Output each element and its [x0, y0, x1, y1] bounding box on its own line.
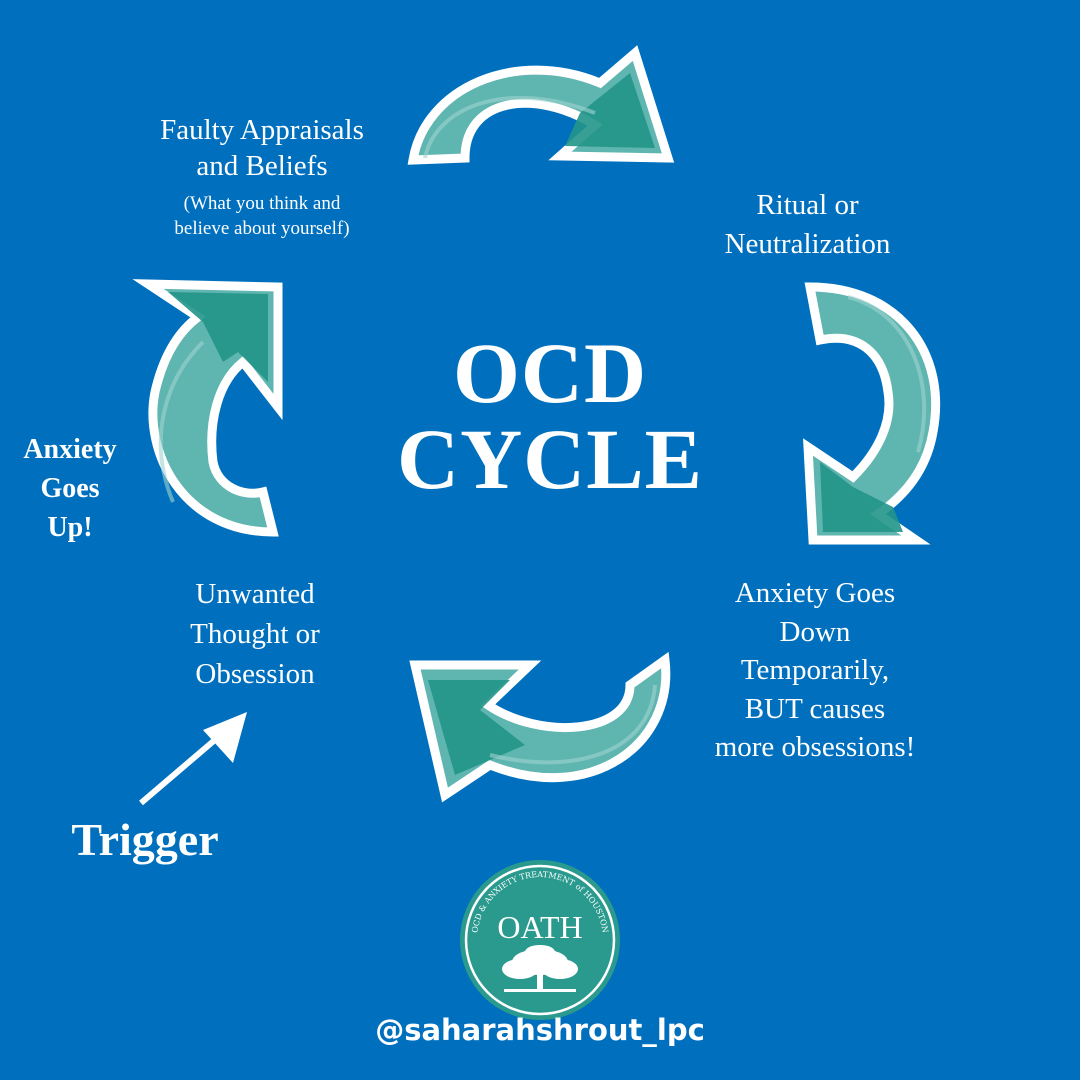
- trigger-arrow-icon: [139, 712, 247, 806]
- title-line-1: OCD: [452, 325, 648, 421]
- stage-title-line: and Beliefs: [196, 150, 328, 183]
- trigger-label: Trigger: [71, 814, 219, 865]
- diagram-title: OCD CYCLE: [340, 330, 760, 502]
- oath-logo: OCD & ANXIETY TREATMENT of HOUSTON OATH: [460, 860, 620, 1020]
- stage-title-line: BUT causes: [744, 692, 886, 725]
- stage-anxiety-down: Anxiety Goes Down Temporarily, BUT cause…: [680, 574, 950, 767]
- tree-icon: [502, 945, 578, 992]
- stage-anxiety-up: Anxiety Goes Up!: [5, 430, 135, 548]
- stage-title-line: Unwanted: [195, 578, 315, 610]
- stage-title-line: Up!: [47, 512, 93, 544]
- stage-title-line: Neutralization: [724, 227, 891, 260]
- cycle-arrow-left: [132, 279, 283, 537]
- cycle-arrow-top: [407, 45, 675, 165]
- stage-title-line: Anxiety Goes: [734, 577, 896, 609]
- stage-faulty-appraisals: Faulty Appraisals and Beliefs (What you …: [112, 112, 412, 242]
- stage-title-line: Anxiety: [23, 434, 117, 465]
- cycle-arrow-right: [803, 282, 941, 545]
- title-line-2: CYCLE: [396, 411, 704, 507]
- stage-subtitle-line: (What you think and: [183, 192, 341, 214]
- social-handle[interactable]: @saharahshrout_lpc: [375, 1013, 705, 1047]
- stage-title-line: more obsessions!: [714, 731, 916, 764]
- stage-title-line: Down: [779, 615, 851, 648]
- stage-title-line: Goes: [40, 473, 100, 505]
- stage-title-line: Thought or: [190, 618, 320, 651]
- stage-title-line: Obsession: [195, 658, 315, 691]
- cycle-arrow-bottom: [409, 651, 671, 803]
- stage-subtitle-line: believe about yourself): [174, 218, 350, 240]
- stage-title-line: Faulty Appraisals: [160, 114, 364, 146]
- stage-ritual: Ritual or Neutralization: [690, 186, 925, 263]
- stage-title-line: Ritual or: [756, 189, 859, 221]
- stage-unwanted-thought: Unwanted Thought or Obsession: [160, 574, 350, 694]
- stage-title-line: Temporarily,: [740, 654, 890, 687]
- logo-name: OATH: [497, 909, 582, 945]
